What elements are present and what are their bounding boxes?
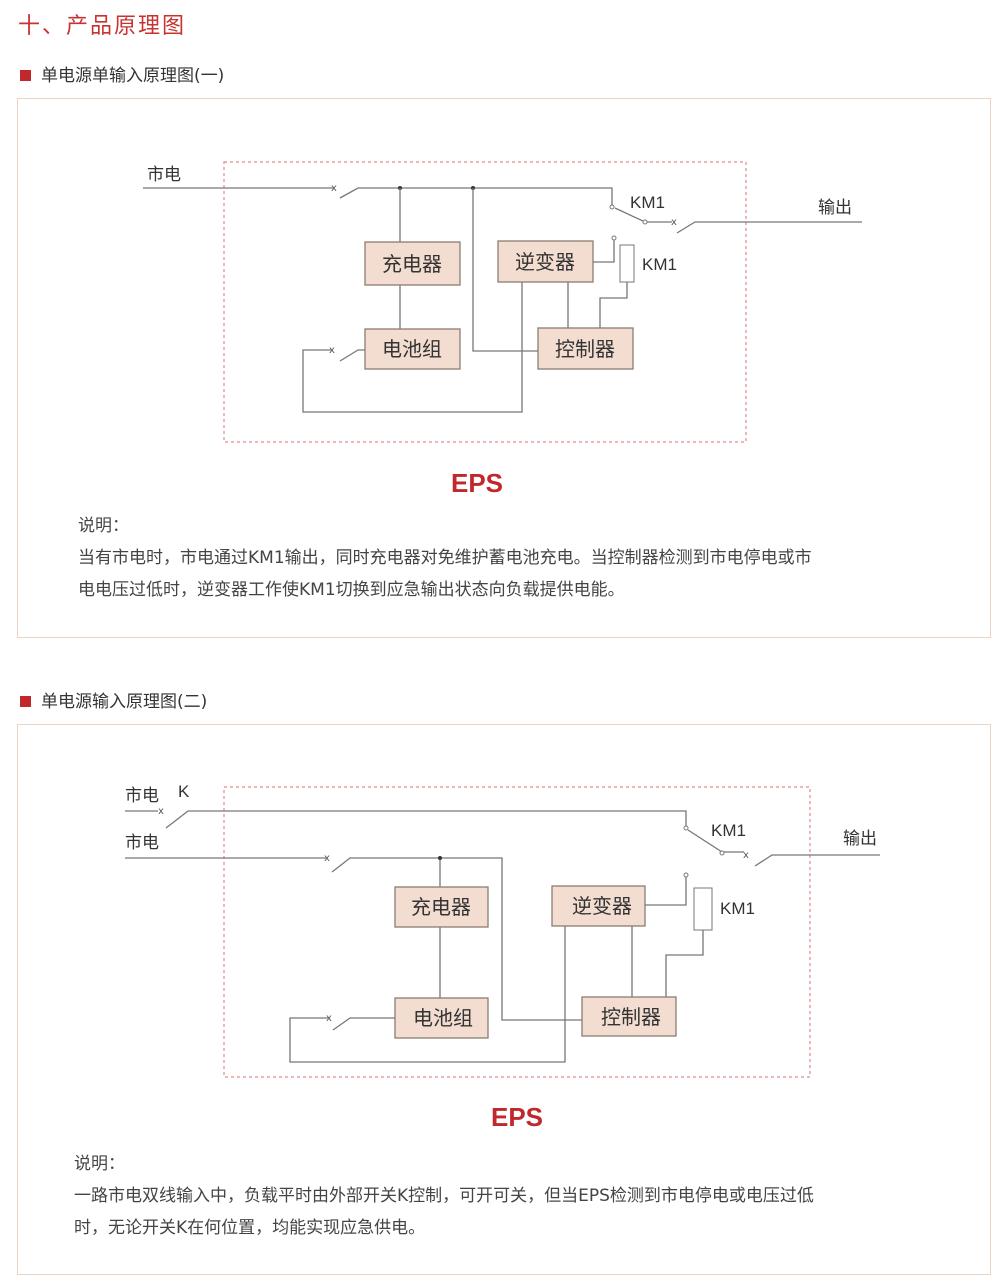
- bullet-square-icon: [20, 696, 31, 707]
- output-label: 输出: [843, 829, 877, 848]
- km1-coil-label: KM1: [720, 899, 755, 918]
- description-line: 当有市电时，市电通过KM1输出，同时充电器对免维护蓄电池充电。当控制器检测到市电…: [78, 548, 812, 568]
- description-title: 说明：: [78, 516, 129, 536]
- contact-node: [609, 204, 615, 210]
- inverter-box: [497, 240, 594, 283]
- mains-wire: [143, 187, 862, 234]
- inverter-box: [551, 885, 646, 927]
- charger-label: 充电器: [411, 895, 471, 919]
- diagram-panel-2: [17, 724, 991, 1275]
- controller-box: [537, 327, 634, 370]
- controller-box: [581, 996, 677, 1037]
- inverter-label: 逆变器: [515, 250, 575, 274]
- output-label: 输出: [818, 198, 852, 217]
- description-title: 说明：: [74, 1154, 125, 1174]
- battery-box: [364, 328, 461, 370]
- charger-box: [364, 241, 461, 286]
- bullet-square-icon: [20, 70, 31, 81]
- section-title-text: 单电源输入原理图(二): [41, 692, 208, 712]
- km1-contact-label: KM1: [711, 821, 746, 840]
- mains-label-1: 市电: [125, 786, 159, 805]
- km1-coil: [619, 244, 635, 283]
- eps-caption-2: EPS: [490, 1102, 544, 1132]
- description-2: 说明： 一路市电双线输入中，负载平时由外部开关K控制，可开可关，但当EPS检测到…: [74, 1148, 814, 1244]
- page-heading: 十、产品原理图: [18, 14, 187, 39]
- battery-label: 电池组: [413, 1006, 473, 1030]
- circuit-wires: [125, 857, 704, 1063]
- breaker-x-mark: x: [331, 183, 337, 194]
- contact-node: [719, 850, 725, 856]
- mains-label: 市电: [147, 165, 181, 184]
- contact-node: [683, 825, 689, 831]
- charger-label: 充电器: [382, 252, 442, 276]
- description-1: 说明： 当有市电时，市电通过KM1输出，同时充电器对免维护蓄电池充电。当控制器检…: [78, 510, 812, 606]
- schematic-1: 市电 输出 KM1 KM1 x x x 充电器 逆变器 电池组 控制器: [143, 161, 862, 443]
- breaker-x-mark: x: [671, 217, 677, 228]
- battery-label: 电池组: [382, 337, 442, 361]
- km1-contact-label: KM1: [630, 193, 665, 212]
- switch-k-label: K: [178, 782, 190, 801]
- eps-boundary: [223, 161, 747, 443]
- section-title-2: 单电源输入原理图(二): [20, 687, 207, 712]
- breaker-x-mark: x: [326, 1013, 332, 1024]
- mains-label-2: 市电: [125, 833, 159, 852]
- breaker-x-mark: x: [324, 853, 330, 864]
- section-title-1: 单电源单输入原理图(一): [20, 61, 224, 86]
- contact-node: [611, 235, 617, 241]
- km1-coil-label: KM1: [642, 255, 677, 274]
- controller-label: 控制器: [601, 1005, 661, 1029]
- section-title-text: 单电源单输入原理图(一): [41, 66, 225, 86]
- battery-box: [394, 997, 489, 1039]
- contact-node: [642, 219, 648, 225]
- breaker-x-mark: x: [158, 806, 164, 817]
- circuit-wires: [302, 188, 628, 413]
- breaker-x-mark: x: [743, 850, 749, 861]
- km1-coil: [693, 887, 713, 931]
- diagram-panel-1: [17, 98, 991, 638]
- schematic-2: 市电 K 市电 输出 KM1 KM1 x x x x 充电器 逆变器 电池组 控…: [125, 782, 880, 1078]
- contact-node: [683, 872, 689, 878]
- eps-caption-1: EPS: [450, 468, 504, 498]
- description-line: 时，无论开关K在何位置，均能实现应急供电。: [74, 1218, 426, 1238]
- breaker-x-mark: x: [329, 345, 335, 356]
- controller-label: 控制器: [555, 337, 615, 361]
- inverter-label: 逆变器: [572, 894, 632, 918]
- charger-box: [394, 886, 489, 928]
- description-line: 一路市电双线输入中，负载平时由外部开关K控制，可开可关，但当EPS检测到市电停电…: [74, 1186, 814, 1206]
- description-line: 电电压过低时，逆变器工作使KM1切换到应急输出状态向负载提供电能。: [78, 580, 625, 600]
- junction-dot: [438, 856, 442, 860]
- mains-wire-k: [125, 810, 880, 867]
